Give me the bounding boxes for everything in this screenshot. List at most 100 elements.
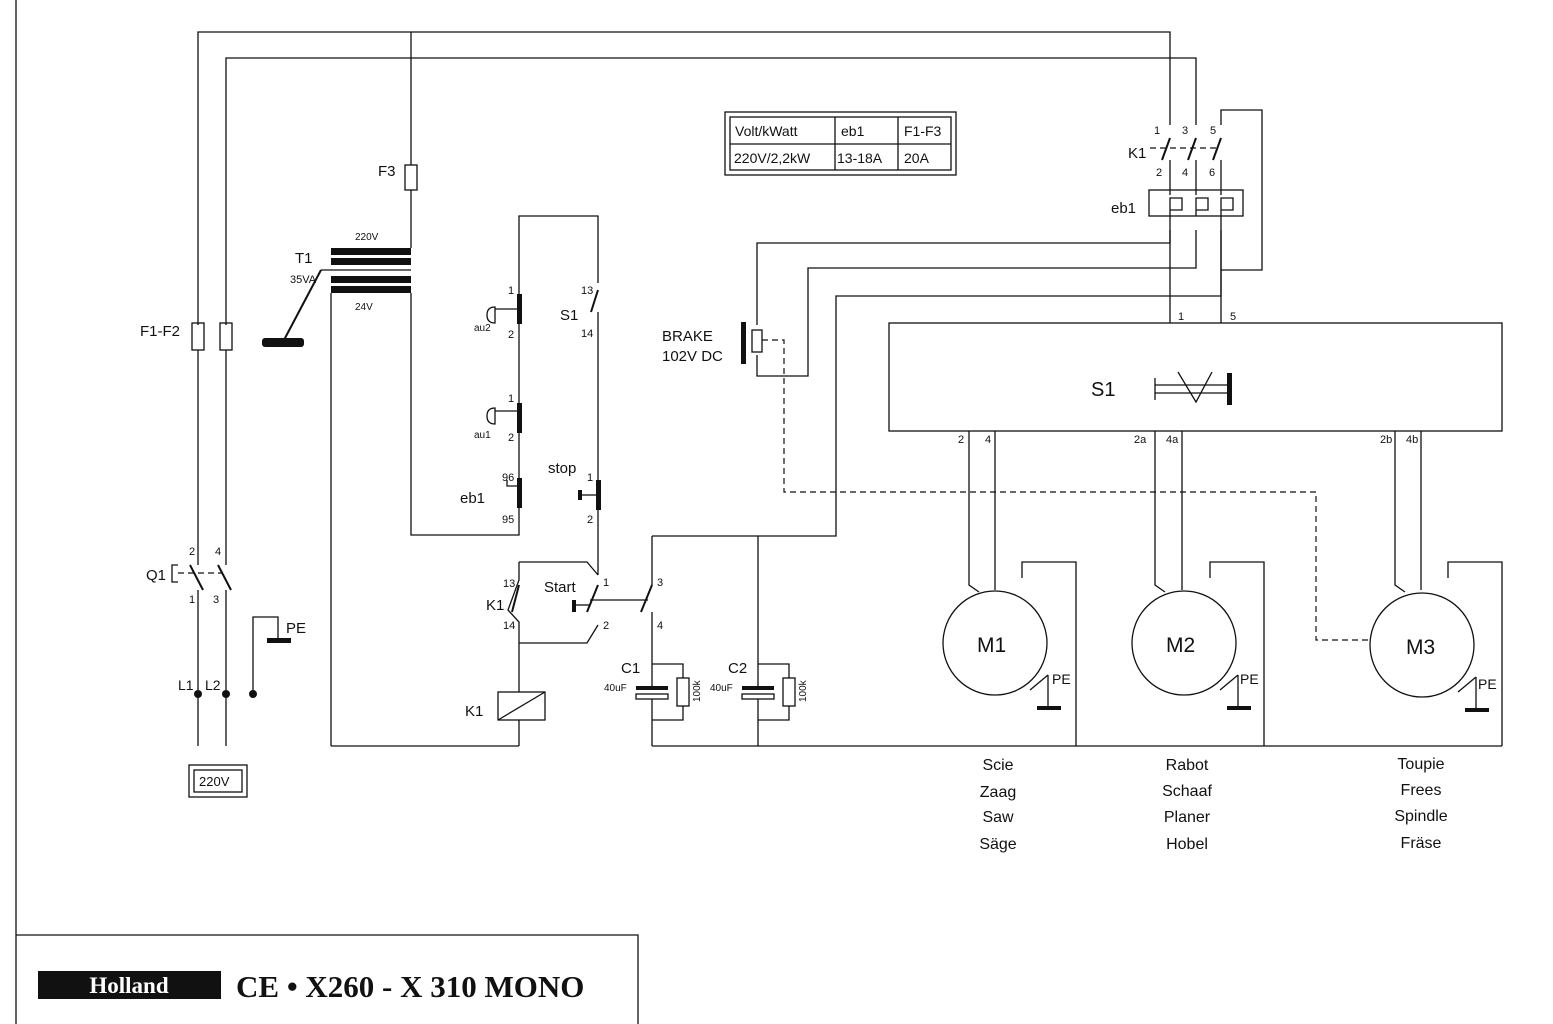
- capacitors: C1 40uF 100k C2 40uF 100k: [604, 230, 1502, 747]
- au1-contact: [517, 403, 522, 433]
- svg-text:PE: PE: [1052, 671, 1071, 687]
- svg-text:4: 4: [1182, 167, 1188, 179]
- start-circuit: K1 13 14 Start 1 3 2 4: [486, 536, 663, 692]
- table-cell-3: 20A: [904, 150, 930, 166]
- l1-label: L1: [178, 677, 194, 693]
- svg-text:1: 1: [587, 472, 593, 484]
- r1-value: 100k: [692, 679, 703, 702]
- table-header-1: Volt/kWatt: [735, 123, 798, 139]
- k1-coil: K1: [331, 691, 546, 747]
- svg-text:4: 4: [657, 620, 663, 632]
- svg-text:Zaag: Zaag: [980, 784, 1016, 801]
- c2-value: 40uF: [710, 683, 733, 694]
- svg-text:96: 96: [502, 472, 514, 484]
- mains-terminals: PE L1 L2 220V: [178, 616, 306, 798]
- start-label: Start: [544, 579, 577, 596]
- brand-logo: Holland: [89, 973, 168, 998]
- svg-text:5: 5: [1210, 125, 1216, 137]
- svg-text:13: 13: [581, 285, 593, 297]
- svg-text:14: 14: [581, 328, 593, 340]
- fuse-f3: F3: [378, 163, 418, 191]
- motor-m1: M1 PE: [942, 431, 1077, 746]
- svg-text:Säge: Säge: [979, 836, 1016, 853]
- svg-text:2: 2: [1156, 167, 1162, 179]
- svg-text:Planer: Planer: [1164, 809, 1211, 826]
- svg-text:PE: PE: [1240, 671, 1259, 687]
- t1-va-label: 35VA: [290, 274, 317, 286]
- m3-label: M3: [1406, 636, 1435, 659]
- svg-text:Schaaf: Schaaf: [1162, 783, 1212, 800]
- m1-label: M1: [977, 634, 1006, 657]
- svg-text:4: 4: [985, 434, 991, 446]
- q1-label: Q1: [146, 567, 166, 584]
- motor-m3: M3 PE: [1369, 431, 1503, 746]
- t1-primary-label: 220V: [355, 232, 379, 243]
- c2-label: C2: [728, 660, 747, 677]
- eb1-aux-label: eb1: [460, 490, 485, 507]
- stop-contact: [596, 480, 601, 510]
- svg-text:2: 2: [189, 546, 195, 558]
- k1-coil-label: K1: [465, 703, 483, 720]
- svg-text:2: 2: [508, 432, 514, 444]
- supply-label: 220V: [199, 774, 230, 789]
- f1f2-label: F1-F2: [140, 323, 180, 340]
- c1-value: 40uF: [604, 683, 627, 694]
- pe-label: PE: [286, 620, 306, 637]
- svg-text:2: 2: [508, 329, 514, 341]
- svg-text:5: 5: [1230, 311, 1236, 323]
- eb1-main-label: eb1: [1111, 200, 1136, 217]
- svg-text:1: 1: [508, 285, 514, 297]
- table-cell-1: 220V/2,2kW: [734, 150, 811, 166]
- k1-main-label: K1: [1128, 145, 1146, 162]
- ground-bar: [262, 338, 304, 347]
- k1-main-contacts: K1 1 3 5 2 4 6 eb1: [1111, 109, 1263, 323]
- au2-label: au2: [474, 323, 491, 334]
- svg-text:Spindle: Spindle: [1394, 808, 1447, 825]
- svg-text:2a: 2a: [1134, 434, 1147, 446]
- au1-label: au1: [474, 430, 491, 441]
- svg-text:2: 2: [587, 514, 593, 526]
- svg-text:1: 1: [508, 393, 514, 405]
- l2-label: L2: [205, 677, 221, 693]
- k1-aux-label: K1: [486, 597, 504, 614]
- svg-text:1: 1: [1154, 125, 1160, 137]
- motor-functions-m2: Rabot Schaaf Planer Hobel: [1162, 757, 1212, 853]
- fuses-f1-f2: F1-F2: [140, 322, 233, 562]
- svg-text:Scie: Scie: [982, 757, 1013, 774]
- t1-secondary-label: 24V: [355, 302, 373, 313]
- svg-text:PE: PE: [1478, 676, 1497, 692]
- svg-text:Toupie: Toupie: [1397, 756, 1444, 773]
- title-block: Holland CE • X260 - X 310 MONO: [16, 934, 639, 1024]
- control-right-chain: S1 13 14 stop 1 2: [548, 285, 601, 575]
- brake-label-2: 102V DC: [662, 348, 723, 365]
- svg-text:13: 13: [503, 578, 515, 590]
- svg-text:1: 1: [603, 577, 609, 589]
- svg-text:Frees: Frees: [1401, 782, 1442, 799]
- top-feeders: [197, 31, 1197, 325]
- svg-text:14: 14: [503, 620, 515, 632]
- stop-label: stop: [548, 460, 576, 477]
- m2-label: M2: [1166, 634, 1195, 657]
- eb1-aux-contact: [517, 478, 522, 508]
- svg-text:4: 4: [215, 546, 221, 558]
- s1-aux-label: S1: [560, 307, 578, 324]
- svg-text:1: 1: [189, 594, 195, 606]
- s1-main-label: S1: [1091, 379, 1115, 401]
- svg-text:3: 3: [213, 594, 219, 606]
- t1-label: T1: [295, 250, 313, 267]
- svg-text:3: 3: [1182, 125, 1188, 137]
- svg-text:Saw: Saw: [982, 809, 1014, 826]
- au2-contact: [517, 294, 522, 324]
- svg-text:2: 2: [958, 434, 964, 446]
- ratings-table: Volt/kWatt eb1 F1-F3 220V/2,2kW 13-18A 2…: [724, 111, 957, 176]
- svg-text:2: 2: [603, 620, 609, 632]
- table-header-3: F1-F3: [904, 123, 942, 139]
- model-title: CE • X260 - X 310 MONO: [236, 969, 584, 1004]
- svg-text:2b: 2b: [1380, 434, 1392, 446]
- svg-text:4b: 4b: [1406, 434, 1418, 446]
- svg-text:4a: 4a: [1166, 434, 1179, 446]
- svg-text:1: 1: [1178, 311, 1184, 323]
- c1-label: C1: [621, 660, 640, 677]
- table-cell-2: 13-18A: [837, 150, 883, 166]
